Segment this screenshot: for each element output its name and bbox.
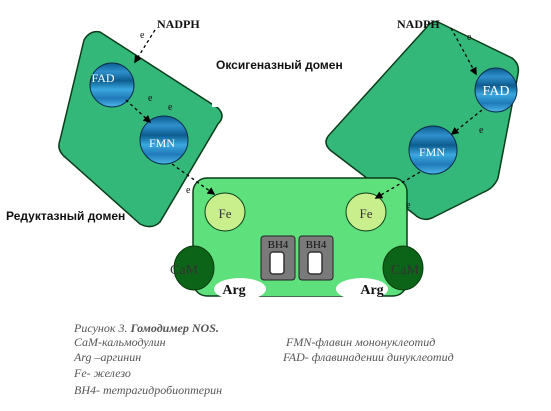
- electron-arrows: [125, 27, 483, 199]
- electron-label: e: [467, 32, 472, 43]
- electron-label: e: [186, 185, 191, 196]
- caption-left-line: BH4- тетрагидробиоптерин: [74, 383, 223, 397]
- caption-left-line: CaM-кальмодулин: [74, 335, 166, 349]
- caption-right-line: FAD- флавинадении динуклеотид: [283, 350, 454, 364]
- reductase-domain-label: Редуктазный домен: [6, 209, 125, 223]
- arrow-fad-fmn-right: [450, 109, 483, 135]
- arg-left-label: Arg: [222, 283, 245, 298]
- fmn-right-label: FMN: [419, 145, 445, 159]
- cam-right: CaM: [382, 245, 424, 291]
- arrow-fmn-fe-left: [171, 163, 216, 195]
- arrow-fmn-fe-right: [374, 171, 421, 199]
- bh4-right-label: BH4: [306, 239, 327, 251]
- caption-left-line: Fe- железо: [74, 366, 131, 380]
- electron-label: e: [140, 30, 145, 41]
- electron-label: e: [168, 102, 173, 113]
- label-mask: [212, 95, 232, 107]
- fe-left: Fe: [204, 192, 246, 232]
- cam-right-label: CaM: [391, 263, 420, 278]
- cam-left-label: CaM: [170, 263, 199, 278]
- fmn-left: FMN: [139, 115, 189, 165]
- figure-title: Гомодимер NOS.: [130, 321, 219, 335]
- electron-label: e: [479, 125, 484, 136]
- label-mask: [318, 95, 332, 107]
- bh4-right: BH4: [298, 235, 334, 281]
- arg-pocket-left: [214, 278, 266, 300]
- arg-pocket-right: [336, 278, 388, 300]
- fad-right: FAD: [474, 67, 518, 113]
- fmn-right: FMN: [408, 125, 458, 175]
- oxygenase-domain-label: Оксигеназный домен: [216, 58, 343, 72]
- arrow-nadph-fad-right: [450, 27, 477, 76]
- fe-right: Fe: [345, 192, 387, 232]
- electron-label: e: [406, 200, 411, 211]
- fmn-left-label: FMN: [149, 136, 175, 150]
- cam-left: CaM: [170, 245, 215, 291]
- fad-left: FAD: [89, 62, 135, 108]
- fad-left-label: FAD: [91, 71, 114, 85]
- fe-right-label: Fe: [360, 206, 373, 221]
- figure-caption-title: Рисунок 3. Гомодимер NOS.: [74, 321, 219, 335]
- figure-prefix: Рисунок 3.: [74, 321, 128, 335]
- bh4-left-label: BH4: [268, 239, 289, 251]
- nadph-right-label: NADPH: [397, 17, 440, 31]
- fe-left-label: Fe: [219, 206, 232, 221]
- bh4-left: BH4: [260, 235, 296, 281]
- caption-right-line: FMN-флавин мононуклеотид: [286, 335, 436, 349]
- electron-label: e: [148, 93, 153, 104]
- fad-right-label: FAD: [483, 84, 510, 99]
- caption-left-line: Arg –аргинин: [74, 350, 142, 364]
- arrow-nadph-fad-left: [134, 29, 156, 64]
- arg-right-label: Arg: [360, 283, 383, 298]
- electron-labels: e e e e e e e: [140, 30, 484, 211]
- nadph-left-label: NADPH: [157, 17, 200, 31]
